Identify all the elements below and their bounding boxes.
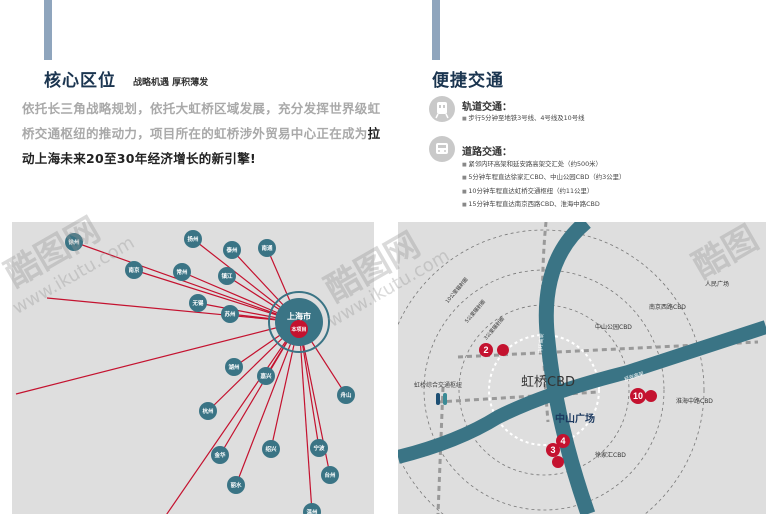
svg-text:常州: 常州	[176, 268, 188, 276]
place-label: 南京西路CBD	[649, 304, 686, 311]
svg-text:徐州: 徐州	[67, 238, 80, 246]
place-label: 徐家汇CBD	[595, 452, 626, 459]
road-item: 5分钟车程直达徐家汇CBD、中山公园CBD（约3公里）	[462, 172, 625, 181]
bus-icon	[429, 136, 455, 162]
right-accent-bar	[432, 0, 440, 60]
road-transit-title: 道路交通：	[462, 147, 512, 158]
svg-text:10: 10	[633, 391, 643, 401]
svg-text:扬州: 扬州	[187, 235, 199, 243]
hub-label: 虹桥综合交通枢纽	[414, 382, 463, 389]
core-location-paragraph: 依托长三角战略规划，依托大虹桥区域发展，充分发挥世界级虹桥交通枢纽的推动力，项目…	[22, 96, 382, 171]
paragraph-grey-text: 依托长三角战略规划，依托大虹桥区域发展，充分发挥世界级虹桥交通枢纽的推动力，项目…	[22, 101, 381, 141]
svg-text:杭州: 杭州	[202, 407, 214, 415]
road-item: 紧邻内环高架和延安路高架交汇处（约500米）	[462, 159, 602, 168]
svg-text:温州: 温州	[306, 508, 318, 514]
svg-text:南京: 南京	[128, 266, 140, 274]
svg-text:宁波: 宁波	[313, 444, 325, 452]
hongqiao-cbd-label: 虹桥CBD	[521, 375, 576, 390]
svg-text:舟山: 舟山	[340, 391, 352, 399]
svg-text:绍兴: 绍兴	[265, 445, 277, 453]
place-label: 中山公园CBD	[595, 324, 632, 331]
svg-text:湖州: 湖州	[228, 363, 240, 371]
road-item: 15分钟车程直达南京西路CBD、淮海中路CBD	[462, 199, 600, 208]
svg-text:上海市: 上海市	[287, 311, 311, 321]
transit-map: 2 4 3 10 虹桥CBD 中山广场 虹桥综合交通枢纽 人民广场 南京西路CB…	[398, 222, 766, 514]
road-item: 10分钟车程直达虹桥交通枢纽（约11公里）	[462, 186, 593, 195]
core-location-title: 核心区位	[44, 71, 116, 91]
core-location-subtitle: 战略机遇 厚积薄发	[133, 78, 209, 88]
regional-radial-map: 上海市本项目 徐州南京 扬州泰州 南通常州镇江无锡苏州湖州嘉兴杭州绍兴金华丽水 宁波台州…	[12, 222, 374, 514]
svg-text:金华: 金华	[213, 451, 226, 459]
svg-text:南通: 南通	[261, 244, 273, 252]
svg-text:苏州: 苏州	[224, 310, 236, 318]
svg-text:镇江: 镇江	[221, 272, 233, 280]
svg-text:台州: 台州	[324, 471, 336, 479]
rail-item: 步行5分钟至地铁3号线、4号线及10号线	[462, 113, 584, 122]
metro-icon	[429, 96, 455, 122]
rail-transit-title: 轨道交通：	[462, 102, 512, 113]
svg-text:本项目: 本项目	[290, 326, 306, 333]
svg-text:嘉兴: 嘉兴	[259, 372, 272, 380]
svg-text:3: 3	[550, 445, 555, 455]
svg-text:2: 2	[483, 345, 488, 355]
transit-map-graphics: 2 4 3 10	[398, 222, 766, 514]
place-label: 人民广场	[705, 281, 730, 288]
svg-text:泰州: 泰州	[225, 246, 238, 254]
place-label: 淮海中路CBD	[676, 398, 713, 405]
svg-text:4: 4	[560, 436, 565, 446]
paragraph-highlight-text: 拉动上海未来20至30年经济增长的新引擎!	[22, 126, 381, 166]
svg-text:无锡: 无锡	[191, 299, 204, 307]
left-accent-bar	[44, 0, 52, 60]
svg-text:丽水: 丽水	[230, 481, 242, 489]
transport-title: 便捷交通	[432, 71, 504, 91]
project-label: 中山广场	[555, 414, 595, 425]
